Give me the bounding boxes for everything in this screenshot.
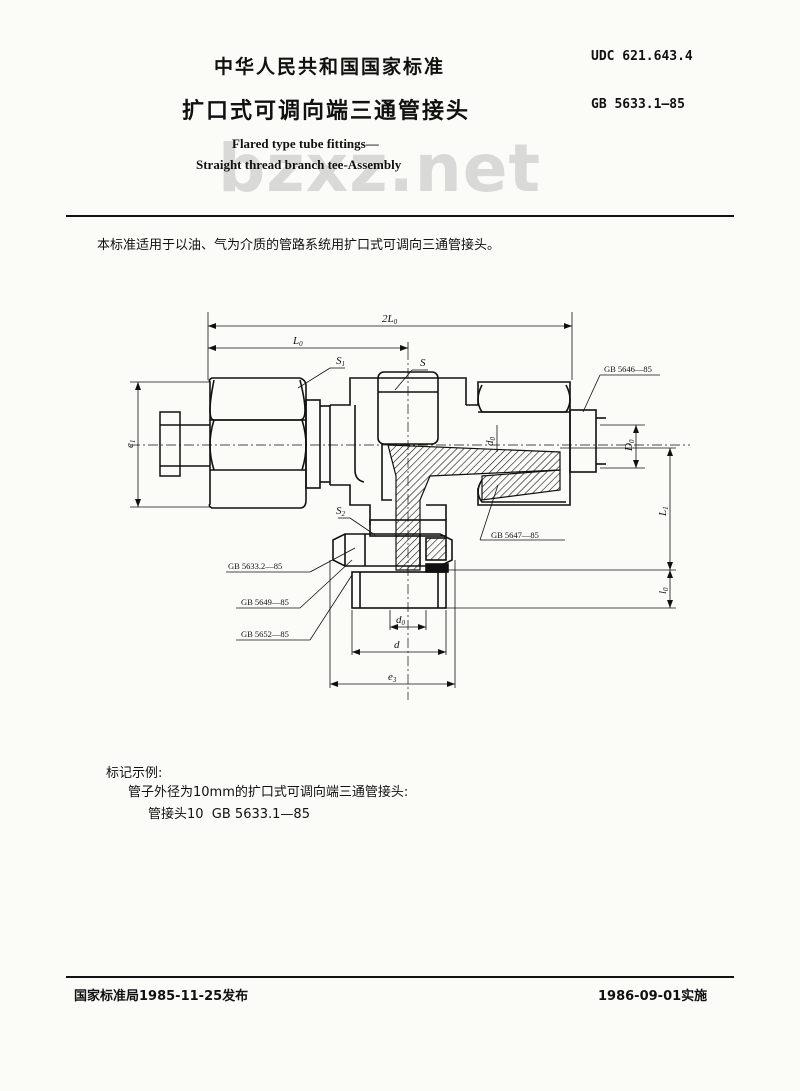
dim-s2: S2 [336, 505, 346, 518]
ref-gb5649: GB 5649—85 [241, 597, 289, 607]
scope-text: 本标准适用于以油、气为介质的管路系统用扩口式可调向三通管接头。 [97, 238, 501, 253]
part-reference-labels: GB 5646—85 GB 5647—85 GB 5633.2—85 GB 56… [228, 364, 652, 639]
section-hatching [387, 444, 561, 571]
example-line-1: 管子外径为10mm的扩口式可调向端三通管接头: [128, 785, 409, 800]
dim-s1: S1 [336, 355, 345, 368]
dim-d0: d0 [396, 614, 406, 627]
left-nut [208, 377, 330, 509]
standard-title-cn: 扩口式可调向端三通管接头 [182, 99, 471, 124]
watermark: bzxz.net [218, 130, 542, 207]
dim-L1: L1 [657, 506, 670, 517]
footer-rule [66, 976, 734, 978]
example-line-2: 管接头10 GB 5633.1—85 [148, 807, 310, 822]
ref-gb5652: GB 5652—85 [241, 629, 289, 639]
dimension-labels: 2L0 L0 S1 S S2 e1 d0 D0 L1 l0 d0 d e3 [124, 313, 670, 684]
ref-gb5633-2: GB 5633.2—85 [228, 561, 282, 571]
example-heading: 标记示例: [106, 766, 163, 781]
dim-2l0: 2L0 [382, 313, 398, 326]
issuing-country-heading: 中华人民共和国国家标准 [214, 56, 446, 78]
dim-l0: L0 [292, 335, 303, 348]
arrowheads [135, 323, 673, 687]
lower-branch [332, 519, 453, 609]
dimension-lines [130, 312, 676, 688]
standard-title-en-line1: Flared type tube fittings— [232, 136, 379, 151]
dim-l0-vertical: l0 [657, 587, 670, 594]
left-tube [159, 411, 210, 477]
dim-d: d [394, 639, 400, 651]
ref-gb5646: GB 5646—85 [604, 364, 652, 374]
dim-e: e3 [388, 671, 397, 684]
ref-gb5647: GB 5647—85 [491, 530, 539, 540]
dim-D0: D0 [623, 439, 636, 452]
dim-d0-vertical: d0 [484, 437, 497, 447]
right-nut [466, 381, 606, 506]
dim-e1: e1 [124, 440, 137, 448]
implementation-date: 1986-09-01实施 [598, 989, 708, 1004]
dim-s: S [420, 357, 426, 369]
leader-lines [226, 367, 660, 641]
header-rule [66, 215, 734, 217]
standard-title-en-line2: Straight thread branch tee-Assembly [196, 157, 402, 172]
udc-code: UDC 621.643.4 [591, 49, 693, 64]
tee-body [329, 371, 467, 525]
standard-number: GB 5633.1—85 [591, 97, 685, 112]
issue-date: 国家标准局1985-11-25发布 [74, 989, 249, 1004]
